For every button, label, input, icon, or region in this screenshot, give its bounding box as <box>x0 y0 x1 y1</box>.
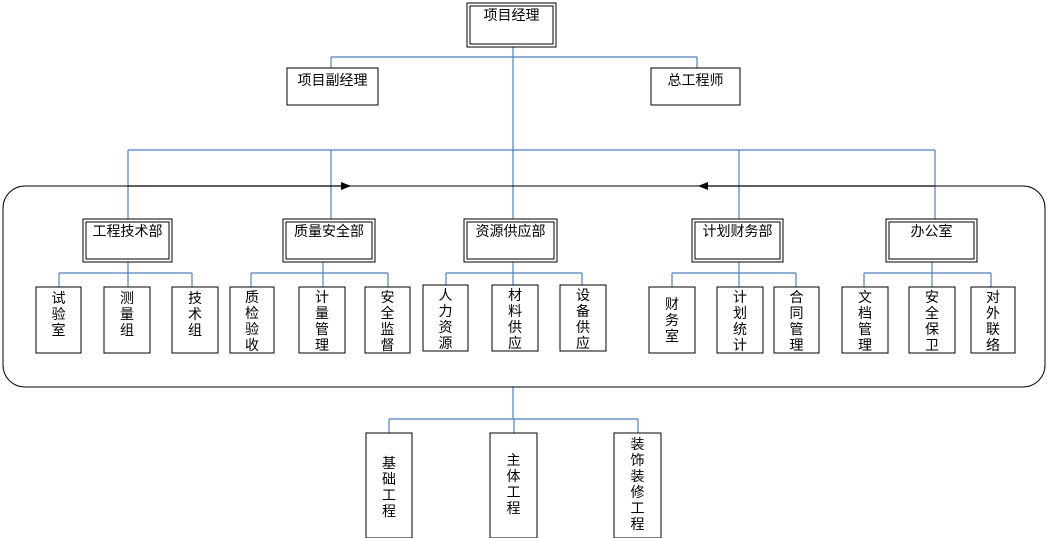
department-box-4: 办公室 <box>885 218 978 263</box>
unit-box-2-0: 人力资源 <box>422 284 469 352</box>
unit-box-3-1: 计划统计 <box>716 286 764 354</box>
department-box-1-label: 质量安全部 <box>294 223 364 240</box>
unit-box-0-2-label: 技术组 <box>188 291 202 339</box>
unit-box-0-0: 试验室 <box>35 286 82 354</box>
unit-box-1-2-label: 安全监督 <box>381 290 395 354</box>
work-unit-box-1: 主体工程 <box>489 432 538 538</box>
unit-box-0-2: 技术组 <box>171 286 219 354</box>
department-box-0: 工程技术部 <box>82 218 173 263</box>
unit-box-1-1-label: 计量管理 <box>315 290 329 354</box>
unit-box-1-0-label: 质检验收 <box>245 290 259 354</box>
unit-box-4-2-label: 对外联络 <box>986 290 1000 354</box>
unit-box-0-0-label: 试验室 <box>52 291 66 339</box>
department-box-0-label: 工程技术部 <box>93 224 163 240</box>
department-box-1: 质量安全部 <box>282 218 376 263</box>
department-container <box>2 185 1046 388</box>
unit-box-3-1-label: 计划统计 <box>733 290 747 354</box>
work-unit-box-0: 基础工程 <box>365 432 413 538</box>
project-manager-box-label: 项目经理 <box>484 8 540 24</box>
unit-box-4-2: 对外联络 <box>970 286 1016 354</box>
project-manager-box: 项目经理 <box>466 2 557 48</box>
unit-box-2-0-label: 人力资源 <box>439 288 453 352</box>
unit-box-2-2-label: 设备供应 <box>576 288 590 352</box>
unit-box-2-1: 材料供应 <box>491 284 539 352</box>
unit-box-2-1-label: 材料供应 <box>508 288 522 352</box>
department-box-3: 计划财务部 <box>691 218 784 263</box>
chief-engineer-box-label: 总工程师 <box>668 73 724 89</box>
unit-box-0-1: 测量组 <box>103 286 151 354</box>
work-unit-box-0-label: 基础工程 <box>382 455 396 520</box>
deputy-manager-box: 项目副经理 <box>286 67 379 106</box>
chief-engineer-box: 总工程师 <box>650 67 741 106</box>
unit-box-4-0: 文档管理 <box>841 286 889 354</box>
department-box-2-label: 资源供应部 <box>476 223 546 240</box>
unit-box-3-2-label: 合同管理 <box>790 290 804 354</box>
unit-box-3-0-label: 财务室 <box>665 297 679 345</box>
unit-box-4-1-label: 安全保卫 <box>925 290 939 354</box>
unit-box-1-1: 计量管理 <box>298 286 346 354</box>
unit-box-3-2: 合同管理 <box>773 286 820 354</box>
work-unit-box-2: 装饰装修工程 <box>613 432 662 538</box>
unit-box-4-1: 安全保卫 <box>908 286 956 354</box>
unit-box-1-2: 安全监督 <box>364 286 411 354</box>
unit-box-2-2: 设备供应 <box>559 284 607 352</box>
department-box-4-label: 办公室 <box>911 223 953 240</box>
department-box-3-label: 计划财务部 <box>703 224 773 240</box>
unit-box-3-0: 财务室 <box>648 286 696 354</box>
department-box-2: 资源供应部 <box>463 218 558 263</box>
unit-box-4-0-label: 文档管理 <box>858 290 872 354</box>
unit-box-0-1-label: 测量组 <box>120 291 134 339</box>
work-unit-box-1-label: 主体工程 <box>507 453 521 517</box>
unit-box-1-0: 质检验收 <box>229 286 275 354</box>
work-unit-box-2-label: 装饰装修工程 <box>631 437 645 533</box>
deputy-manager-box-label: 项目副经理 <box>298 73 368 89</box>
